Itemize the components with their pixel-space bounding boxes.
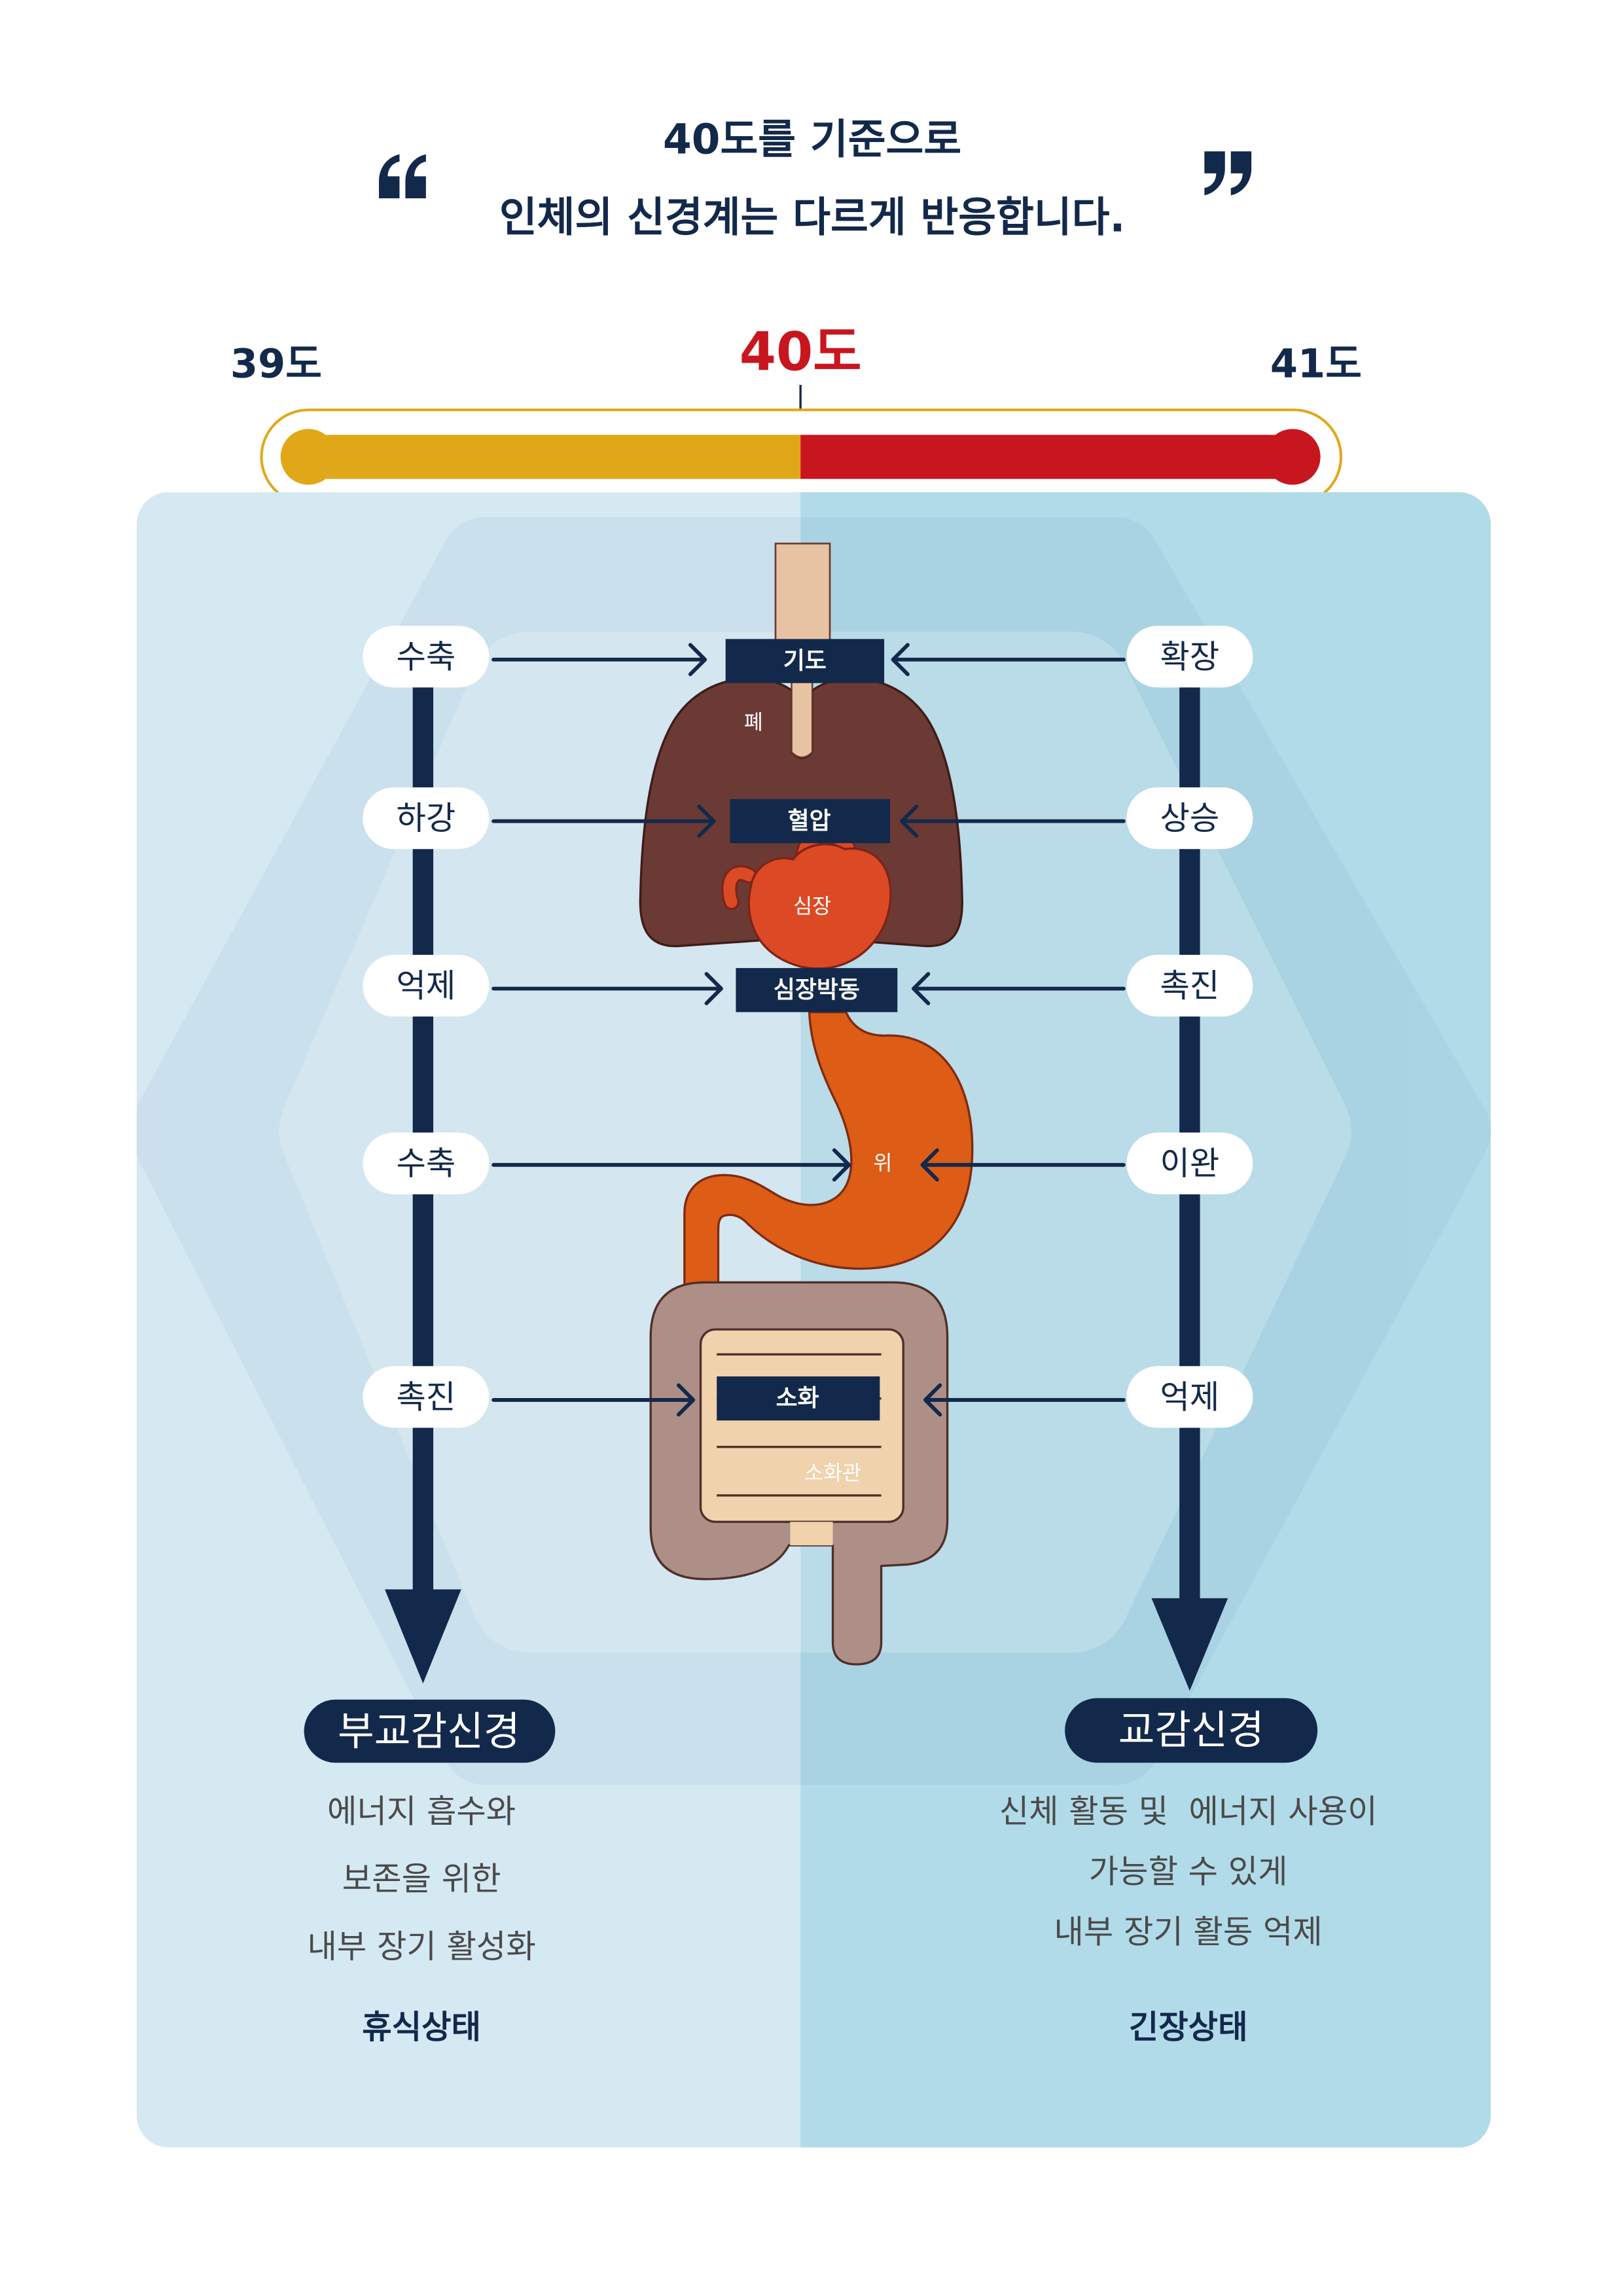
description-line: 가능할 수 있게 [1089, 1852, 1288, 1890]
target-airway: 기도 [725, 639, 885, 683]
system-title: 교감신경 [1118, 1708, 1264, 1753]
arrow-right-icon [491, 1148, 851, 1182]
headline-line-1: 40도를 기준으로 [663, 116, 961, 164]
response-pill-heart-rate: 촉진 [1126, 954, 1253, 1017]
response-label: 촉진 [1160, 967, 1220, 1005]
response-label: 하강 [396, 799, 455, 837]
response-pill-digestion: 억제 [1126, 1366, 1253, 1428]
response-label: 상승 [1160, 799, 1220, 837]
description-line: 신체 활동 및 에너지 사용이 [999, 1792, 1378, 1830]
target-labels: 기도 혈압 심장박동 소화 [717, 639, 898, 1421]
arrow-left-icon [891, 643, 1126, 677]
open-quote-icon [379, 154, 426, 199]
target-label: 소화 [776, 1385, 819, 1412]
comparison-panel [136, 492, 1491, 2148]
response-pill-blood-pressure: 하강 [363, 787, 490, 850]
description-line: 에너지 흡수와 [327, 1792, 516, 1830]
arrow-left-icon [920, 1148, 1126, 1182]
state-label: 긴장상태 [1129, 2008, 1248, 2046]
response-label: 이완 [1160, 1145, 1220, 1183]
connector-arrows [491, 643, 1126, 1417]
target-label: 심장박동 [774, 977, 860, 1003]
arrow-left-icon [912, 972, 1126, 1005]
organ-label-stomach: 위 [873, 1152, 892, 1175]
headline-line-2: 인체의 신경계는 다르게 반응합니다. [499, 194, 1126, 242]
response-label: 수축 [396, 637, 455, 675]
organ-labels: 폐 심장 위 소화관 [744, 711, 892, 1485]
arrow-right-icon [491, 804, 716, 838]
system-title: 부교감신경 [338, 1709, 520, 1755]
response-pill-airway: 수축 [363, 626, 490, 688]
organ-label-digestive-tract: 소화관 [804, 1462, 861, 1485]
parasympathetic-responses: 수축 하강 억제 수축 촉진 [363, 626, 490, 1428]
response-label: 촉진 [396, 1378, 455, 1416]
arrow-right-icon [491, 1383, 696, 1417]
arrow-right-icon [491, 972, 723, 1005]
small-intestine [699, 1328, 904, 1523]
response-label: 억제 [1160, 1378, 1220, 1416]
arrow-left-icon [900, 804, 1126, 838]
intestine-connector [790, 1522, 833, 1546]
arrow-right-icon [491, 643, 707, 677]
response-pill-blood-pressure: 상승 [1126, 787, 1253, 850]
arrow-left-icon [923, 1383, 1126, 1417]
background-inner-hexagon [279, 632, 1351, 1653]
response-pill-digestion: 촉진 [363, 1366, 490, 1428]
response-pill-airway: 확장 [1126, 626, 1253, 688]
thermometer-low-segment [308, 435, 801, 479]
sympathetic-responses: 확장 상승 촉진 이완 억제 [1126, 626, 1253, 1428]
target-label: 혈압 [788, 808, 831, 834]
description-line: 내부 장기 활동 억제 [1054, 1912, 1322, 1950]
description-line: 내부 장기 활성화 [307, 1928, 535, 1965]
stomach [683, 1011, 974, 1291]
close-quote-icon [1204, 151, 1252, 196]
system-badge [1065, 1698, 1318, 1763]
system-badge [304, 1699, 556, 1763]
thermometer-low-bulb [280, 429, 336, 485]
sympathetic-summary: 교감신경 신체 활동 및 에너지 사용이 가능할 수 있게 내부 장기 활동 억… [999, 1698, 1378, 2046]
target-label: 기도 [783, 648, 827, 675]
organ-label-heart: 심장 [793, 895, 831, 918]
organ-label-lungs: 폐 [744, 711, 763, 734]
response-pill-stomach: 수축 [363, 1132, 490, 1194]
response-pill-stomach: 이완 [1126, 1132, 1253, 1194]
state-label: 휴식상태 [362, 2008, 481, 2046]
target-heart-rate: 심장박동 [736, 968, 898, 1013]
header: 40도를 기준으로 인체의 신경계는 다르게 반응합니다. [379, 116, 1252, 242]
temp-high-label: 41도 [1270, 342, 1362, 387]
response-pill-heart-rate: 억제 [363, 954, 490, 1017]
temp-threshold-label: 40도 [740, 322, 862, 384]
response-label: 수축 [396, 1145, 455, 1183]
thermometer-high-bulb [1264, 429, 1321, 485]
response-label: 억제 [396, 967, 455, 1005]
parasympathetic-summary: 부교감신경 에너지 흡수와 보존을 위한 내부 장기 활성화 휴식상태 [304, 1699, 556, 2046]
temp-low-label: 39도 [230, 342, 322, 387]
description-line: 보존을 위한 [342, 1860, 501, 1898]
trachea-lower [791, 677, 813, 759]
thermometer-high-segment [800, 435, 1293, 479]
temperature-scale: 39도 40도 41도 [230, 322, 1362, 505]
target-blood-pressure: 혈압 [730, 798, 891, 844]
response-label: 확장 [1160, 637, 1220, 675]
target-digestion: 소화 [717, 1376, 880, 1421]
